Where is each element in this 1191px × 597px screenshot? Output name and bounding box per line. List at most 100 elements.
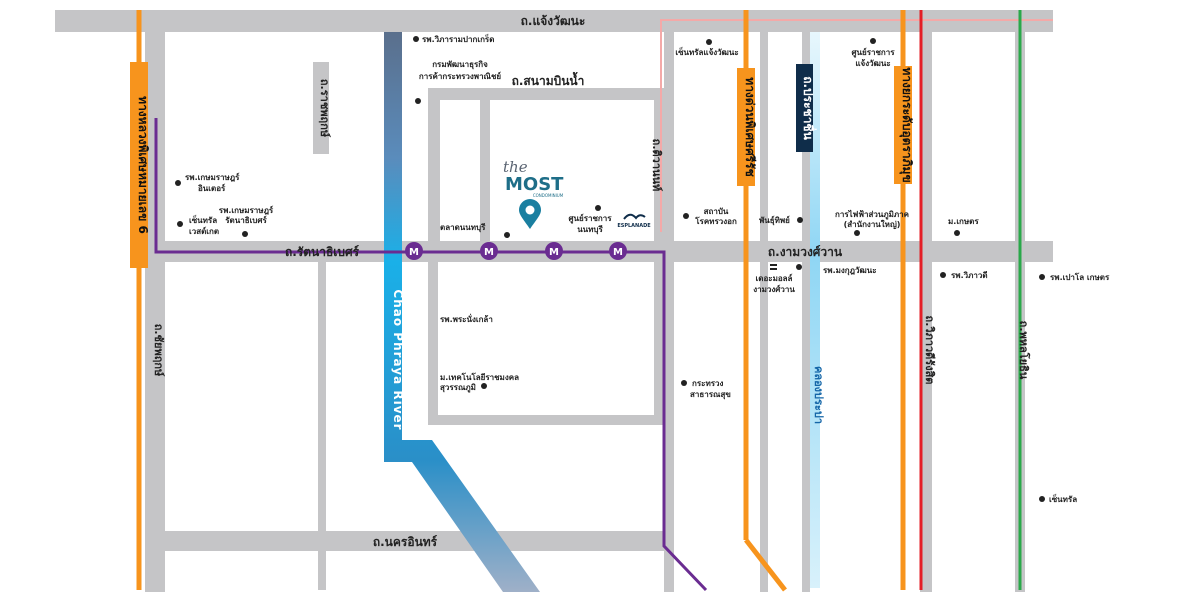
road-tiwanon [664,32,674,592]
brand-name-top: the [503,158,528,176]
road-kanchanaphisek-west [145,32,165,592]
poi-dot [1039,496,1045,502]
poi-phranangklao-hospital[interactable]: รพ.พระนั่งเกล้า [440,313,493,324]
label-phahon-yothin: ถ.พหลโยธิน [1017,321,1031,380]
mrt-station-4[interactable]: M [609,242,627,260]
poi-nonthaburi-gov-line1[interactable]: ศูนย์ราชการ [568,213,612,224]
poi-bamrasnaradura-line1[interactable]: สถาบัน [704,207,729,216]
road-ratchaphruek [313,62,329,154]
hw-si-rat-label: ทางด่วนพิเศษศรีรัช [743,77,757,176]
mrt-station-3[interactable]: M [545,242,563,260]
road-nakhon-in [145,531,665,551]
road-inner-s-bottom [428,415,664,425]
prapa-canal [810,32,820,588]
road-inner-s-e [654,262,664,425]
hw-udon-label: ทางยกระดับอุตราภิมุข [899,67,914,182]
road-ratchaphruek-south [318,262,326,590]
poi-the-mall-line1[interactable]: เดอะมอลล์ [756,273,793,283]
poi-dot [940,272,946,278]
svg-text:M: M [484,247,494,258]
poi-gov-center-cw-line2[interactable]: แจ้งวัฒนะ [855,58,890,68]
label-vibhavadi: ถ.วิภาวดีรังสิต [923,316,936,385]
points-of-interest: รพ.วิภารามปากเกร็ด กรมพัฒนาธุรกิจ การค้า… [175,33,1110,504]
poi-kasemrad-center-line1[interactable]: รพ.เกษมราษฎร์ [185,172,240,182]
esplanade-icon [623,213,646,220]
poi-central-westgate-line1[interactable]: เซ็นทรัล [189,214,217,225]
road-inner-w [428,88,440,241]
label-chaeng-watthana: ถ.แจ้งวัฒนะ [521,14,586,28]
poi-dit-line2[interactable]: การค้ากระทรวงพาณิชย์ [419,71,502,81]
poi-dot [854,230,860,236]
poi-gov-center-cw-line1[interactable]: ศูนย์ราชการ [851,47,895,58]
poi-phramongkut-hospital[interactable]: รพ.มงกุฎวัฒนะ [823,266,877,276]
pracha-chuen-box [796,64,813,152]
poi-mea-line2[interactable]: (สำนักงานใหญ่) [844,219,901,230]
road-inner-m [480,100,490,241]
poi-central-westgate-line2[interactable]: เวสต์เกต [189,226,219,236]
road-e3 [920,32,932,592]
road-e2 [802,32,810,592]
poi-bamrasnaradura-line2[interactable]: โรคทรวงอก [694,216,737,226]
poi-dot [706,39,712,45]
svg-text:M: M [409,247,419,258]
poi-paolo-kaset[interactable]: รพ.เปาโล เกษตร [1050,272,1110,282]
poi-moph-line1[interactable]: กระทรวง [692,379,724,388]
location-pin-icon[interactable] [519,199,541,229]
esplanade-label: ESPLANADE [617,223,651,229]
poi-pak-kret-hospital[interactable]: รพ.วิภารามปากเกร็ด [422,33,494,44]
mrt-station-2[interactable]: M [480,242,498,260]
hw-kanchanaphisek-box [130,62,148,268]
poi-kasetsart[interactable]: ม.เกษตร [948,217,979,226]
road-labels: ถ.แจ้งวัฒนะ ถ.สนามบินน้ำ ถ.รัตนาธิเบศร์ … [152,14,1031,549]
svg-text:M: M [613,247,623,258]
hw-si-rat-box [737,68,755,186]
brand-tagline: CONDOMINIUM [533,193,564,198]
label-chaloem-phrakiat: ถ.ชัยพฤกษ์ [152,324,165,377]
poi-kasemrad-center-line2[interactable]: อินเตอร์ [198,183,226,193]
poi-central-chaengwattana[interactable]: เซ็นทรัลแจ้งวัฒนะ [675,46,738,57]
hw-kanchanaphisek-label: ทางหลวงพิเศษหมายเลข 6 [136,96,150,234]
poi-dot [415,98,421,104]
poi-vibhavadi-hospital[interactable]: รพ.วิภาวดี [951,270,988,280]
poi-mea-line1[interactable]: การไฟฟ้าส่วนภูมิภาค [835,209,909,220]
poi-central-ladprao[interactable]: เซ็นทรัล [1049,493,1077,504]
poi-moph-line2[interactable]: สาธารณสุข [690,390,731,400]
poi-dot [481,383,487,389]
poi-kasemrad-rattanathibet-line2[interactable]: รัตนาธิเบศร์ [225,215,267,225]
pracha-chuen-label: ถ.ประชาชื่น [801,76,817,140]
poi-the-mall-line2[interactable]: งามวงศ์วาน [753,284,795,294]
poi-dit-line1[interactable]: กรมพัฒนาธุรกิจ [432,60,488,70]
poi-dot [797,217,803,223]
poi-dot [683,213,689,219]
poi-dot [954,230,960,236]
hw-udon-box [894,66,912,184]
poi-nonthaburi-gov-line2[interactable]: นนทบุรี [577,224,603,235]
label-sanam-bin-nam: ถ.สนามบินน้ำ [512,71,585,88]
purple-line [154,118,708,592]
poi-rmutsb-line2[interactable]: สุวรรณภูมิ [440,383,476,393]
label-ngam-wong-wan: ถ.งามวงศ์วาน [768,245,843,259]
mrt-stations: M M M M [405,242,627,260]
poi-dot [175,180,181,186]
poi-phansuthip[interactable]: พันธุ์ทิพย์ [759,215,790,226]
road-e1 [760,32,768,592]
highway-labels: ทางหลวงพิเศษหมายเลข 6 ทางด่วนพิเศษศรีรัช… [130,62,914,268]
road-chaeng-watthana [55,10,1053,32]
poi-kasemrad-rattanathibet-line1[interactable]: รพ.เกษมราษฎร์ [219,205,274,215]
poi-dot [870,38,876,44]
mrt-station-1[interactable]: M [405,242,423,260]
poi-rmutsb-line1[interactable]: ม.เทคโนโลยีราชมงคล [440,372,519,382]
svg-text:M: M [549,247,559,258]
poi-dot [796,264,802,270]
poi-dot [504,232,510,238]
poi-dot [242,231,248,237]
river-label: Chao Phraya River [391,289,405,430]
poi-dot [177,221,183,227]
label-nakhon-in: ถ.นครอินทร์ [373,535,438,549]
canal-label: คลองประปา [812,366,825,424]
shopping-mall-icon [770,264,777,270]
label-rattanathibet: ถ.รัตนาธิเบศร์ [285,245,360,259]
poi-talad-nonthaburi[interactable]: ตลาดนนทบุรี [440,222,486,233]
chao-phraya-river [384,32,540,592]
esplanade-logo: ESPLANADE [617,213,651,229]
